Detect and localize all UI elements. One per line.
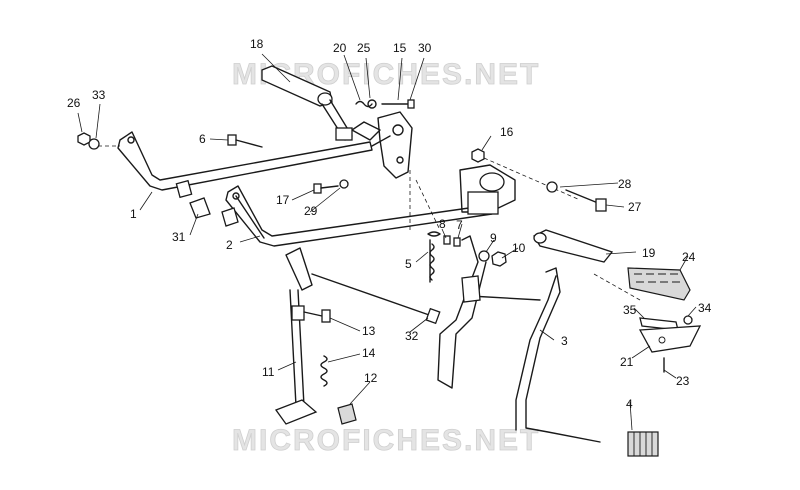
callout-25: 25: [357, 41, 371, 55]
callout-5: 5: [405, 257, 412, 271]
pin-8: [443, 235, 451, 245]
callout-14: 14: [362, 346, 376, 360]
bolt-30: [381, 99, 415, 109]
footpeg-holder-21: [638, 325, 702, 353]
callout-8: 8: [439, 217, 446, 231]
bushings-31: [189, 197, 239, 227]
callout-18: 18: [250, 37, 264, 51]
callout-34: 34: [698, 301, 712, 315]
callout-6: 6: [199, 132, 206, 146]
callout-33: 33: [92, 88, 106, 102]
callout-26: 26: [67, 96, 81, 110]
callout-23: 23: [676, 374, 690, 388]
washer-25: [367, 99, 377, 109]
washer-33: [88, 138, 100, 150]
washer-29: [339, 179, 349, 189]
callout-20: 20: [333, 41, 347, 55]
side-stand-11: [274, 247, 318, 425]
leader-lines: [77, 53, 697, 431]
callout-32: 32: [405, 329, 419, 343]
callout-31: 31: [172, 230, 186, 244]
bolt-17: [313, 183, 339, 194]
callout-19: 19: [642, 246, 656, 260]
nut-26: [77, 132, 91, 146]
callout-7: 7: [456, 218, 463, 232]
bolt-7: [453, 237, 461, 247]
frame-bar-lower: [225, 185, 493, 247]
washer-28: [546, 181, 558, 193]
callout-12: 12: [364, 371, 378, 385]
watermark-bottom: MICROFICHES.NET: [232, 424, 540, 457]
callout-13: 13: [362, 324, 376, 338]
callout-29: 29: [304, 204, 318, 218]
callout-21: 21: [620, 355, 634, 369]
nut-16: [471, 148, 485, 163]
callout-15: 15: [393, 41, 407, 55]
long-bolt-32: [311, 273, 441, 325]
spring-20: [355, 100, 373, 108]
side-stand-bracket: [351, 111, 413, 179]
callout-labels: 18 20 25 15 30 26 33 6 16 1 2 31 17 29 2…: [67, 37, 712, 411]
footpeg-pad-24: [627, 267, 691, 301]
callout-2: 2: [226, 238, 233, 252]
callout-9: 9: [490, 231, 497, 245]
footpeg-rubber-19: [533, 229, 614, 263]
pivot-mount: [459, 164, 516, 215]
callout-1: 1: [130, 207, 137, 221]
callout-27: 27: [628, 200, 642, 214]
callout-35: 35: [623, 303, 637, 317]
callout-30: 30: [418, 41, 432, 55]
nut-10: [491, 251, 507, 267]
bolt-13: [303, 309, 331, 323]
stand-grip-4: [627, 431, 659, 457]
stand-spring-5: [427, 231, 441, 283]
callout-4: 4: [626, 397, 633, 411]
bolt-27: [565, 189, 607, 212]
rubber-cap-12: [337, 403, 357, 425]
callout-3: 3: [561, 334, 568, 348]
callout-28: 28: [618, 177, 632, 191]
washer-9: [478, 250, 490, 262]
callout-17: 17: [276, 193, 290, 207]
brake-pedal-arm: [261, 65, 353, 141]
stand-spring-14: [320, 355, 328, 387]
callout-10: 10: [512, 241, 526, 255]
callout-16: 16: [500, 125, 514, 139]
callout-24: 24: [682, 250, 696, 264]
centre-stand-3: [437, 235, 601, 443]
callout-11: 11: [262, 365, 275, 379]
pin-34: [683, 315, 693, 325]
bolt-6: [227, 134, 263, 148]
footrest-bar-upper: [117, 131, 391, 199]
